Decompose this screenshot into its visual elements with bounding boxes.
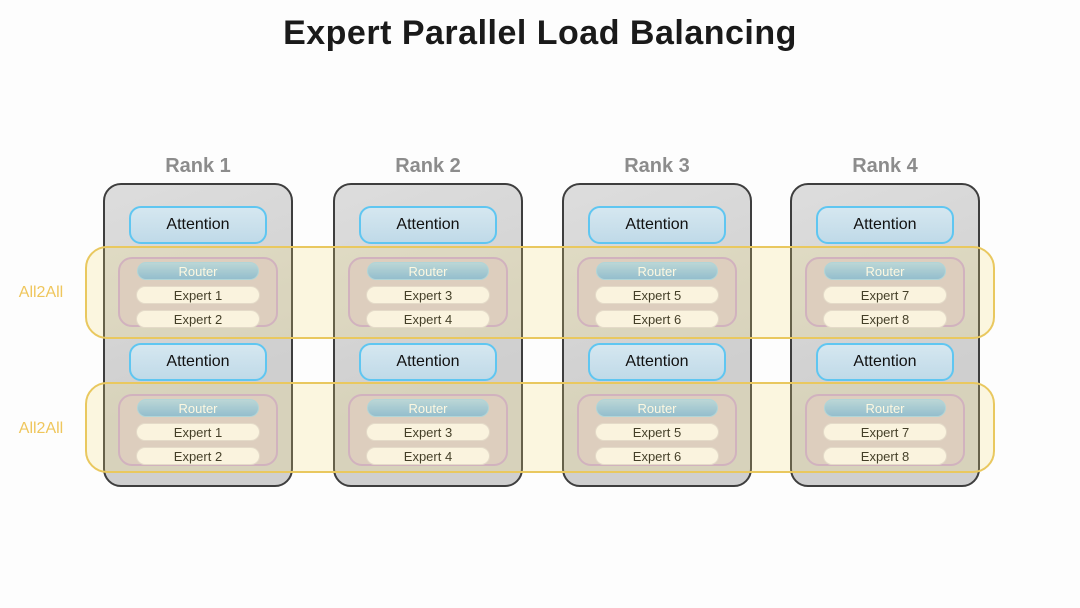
moe-group: Router Expert 5 Expert 6 [577, 394, 737, 466]
expert-block: Expert 7 [823, 286, 947, 304]
router-block: Router [596, 399, 718, 417]
rank-3-label: Rank 3 [624, 155, 690, 177]
rank-4-device-box: Attention Router Expert 7 Expert 8 Atten… [790, 183, 980, 487]
router-block: Router [137, 262, 259, 280]
router-block: Router [824, 399, 946, 417]
moe-group: Router Expert 1 Expert 2 [118, 257, 278, 328]
all2all-band-top [85, 246, 995, 339]
attention-block: Attention [588, 343, 726, 381]
rank-4-label: Rank 4 [852, 155, 918, 177]
router-block: Router [367, 262, 489, 280]
expert-block: Expert 4 [366, 310, 490, 328]
expert-block: Expert 5 [595, 286, 719, 304]
moe-group: Router Expert 5 Expert 6 [577, 257, 737, 328]
router-block: Router [596, 262, 718, 280]
all2all-label-bottom: All2All [18, 420, 64, 437]
rank-2-group: Rank 2 Attention Router Expert 3 Expert … [333, 155, 523, 487]
expert-block: Expert 8 [823, 310, 947, 328]
expert-block: Expert 6 [595, 310, 719, 328]
attention-block: Attention [129, 343, 267, 381]
rank-2-label: Rank 2 [395, 155, 461, 177]
attention-block: Attention [816, 206, 954, 244]
rank-3-device-box: Attention Router Expert 5 Expert 6 Atten… [562, 183, 752, 487]
moe-group: Router Expert 7 Expert 8 [805, 394, 965, 466]
rank-3-group: Rank 3 Attention Router Expert 5 Expert … [562, 155, 752, 487]
expert-block: Expert 2 [136, 447, 260, 465]
router-block: Router [367, 399, 489, 417]
router-block: Router [824, 262, 946, 280]
attention-block: Attention [129, 206, 267, 244]
expert-block: Expert 6 [595, 447, 719, 465]
expert-block: Expert 8 [823, 447, 947, 465]
expert-block: Expert 7 [823, 423, 947, 441]
expert-block: Expert 5 [595, 423, 719, 441]
expert-block: Expert 1 [136, 423, 260, 441]
attention-block: Attention [359, 206, 497, 244]
router-block: Router [137, 399, 259, 417]
expert-block: Expert 4 [366, 447, 490, 465]
rank-1-label: Rank 1 [165, 155, 231, 177]
rank-4-group: Rank 4 Attention Router Expert 7 Expert … [790, 155, 980, 487]
moe-group: Router Expert 1 Expert 2 [118, 394, 278, 466]
attention-block: Attention [588, 206, 726, 244]
all2all-band-bottom [85, 382, 995, 473]
rank-1-group: Rank 1 Attention Router Expert 1 Expert … [103, 155, 293, 487]
rank-2-device-box: Attention Router Expert 3 Expert 4 Atten… [333, 183, 523, 487]
moe-group: Router Expert 3 Expert 4 [348, 257, 508, 328]
expert-block: Expert 3 [366, 423, 490, 441]
rank-1-device-box: Attention Router Expert 1 Expert 2 Atten… [103, 183, 293, 487]
attention-block: Attention [359, 343, 497, 381]
moe-group: Router Expert 3 Expert 4 [348, 394, 508, 466]
diagram-title: Expert Parallel Load Balancing [283, 14, 797, 52]
attention-block: Attention [816, 343, 954, 381]
expert-block: Expert 1 [136, 286, 260, 304]
expert-block: Expert 3 [366, 286, 490, 304]
moe-group: Router Expert 7 Expert 8 [805, 257, 965, 328]
expert-block: Expert 2 [136, 310, 260, 328]
all2all-label-top: All2All [18, 284, 64, 301]
